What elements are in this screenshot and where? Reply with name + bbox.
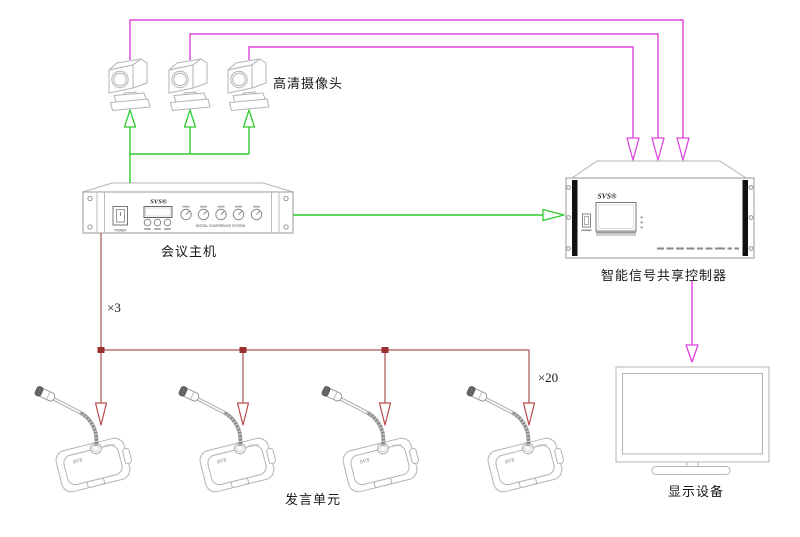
display-label: 显示设备 bbox=[667, 484, 725, 499]
host-power-label: POWER bbox=[114, 229, 127, 233]
mic-unit-4 bbox=[464, 383, 570, 496]
host-power-switch bbox=[112, 206, 128, 226]
mic-unit-3 bbox=[319, 383, 425, 496]
host-knobs bbox=[180, 205, 263, 221]
camera-2-video-link bbox=[189, 33, 659, 138]
camera-2 bbox=[168, 58, 211, 111]
host-logo-text: SVS® bbox=[150, 199, 167, 206]
camera-1 bbox=[108, 58, 151, 111]
display-device bbox=[615, 366, 770, 475]
controller-rack-screws bbox=[566, 185, 754, 251]
controller-power-switch bbox=[581, 213, 592, 232]
host-rack-screws bbox=[87, 195, 289, 230]
camera-control-links bbox=[129, 127, 543, 216]
magenta-arrowheads bbox=[626, 137, 699, 363]
mic-unit-2 bbox=[176, 383, 282, 496]
mic-unit-1 bbox=[32, 383, 138, 496]
signal-controller-device: SVS® bbox=[565, 160, 755, 259]
mic-line-multiplier-label: ×20 bbox=[537, 370, 559, 385]
camera-group-label: 高清摄像头 bbox=[272, 76, 344, 91]
camera-video-links bbox=[129, 19, 693, 345]
controller-screen bbox=[595, 202, 637, 232]
host-buttons bbox=[143, 218, 172, 227]
camera-3 bbox=[227, 58, 270, 111]
host-line-multiplier-label: ×3 bbox=[107, 300, 121, 315]
controller-logo-text: SVS® bbox=[598, 192, 617, 201]
controller-rack-rail-left bbox=[572, 180, 578, 256]
controller-label: 智能信号共享控制器 bbox=[600, 268, 728, 283]
camera-3-video-link bbox=[248, 46, 634, 138]
controller-port-labels bbox=[657, 247, 739, 250]
camera-1-video-link bbox=[129, 19, 684, 138]
bus-junction-nodes bbox=[97, 347, 389, 353]
speech-units-label: 发言单元 bbox=[284, 492, 342, 507]
host-label: 会议主机 bbox=[160, 244, 218, 259]
mic-bus-links bbox=[100, 233, 530, 403]
host-lcd-screen bbox=[143, 206, 173, 218]
conference-host-device: POWER SVS® bbox=[82, 182, 294, 234]
green-arrowheads bbox=[123, 109, 565, 222]
controller-rack-rail-right bbox=[742, 180, 748, 256]
red-arrowheads bbox=[94, 402, 536, 426]
host-model-text: DIGITAL CONFERENCE SYSTEM bbox=[196, 224, 246, 228]
